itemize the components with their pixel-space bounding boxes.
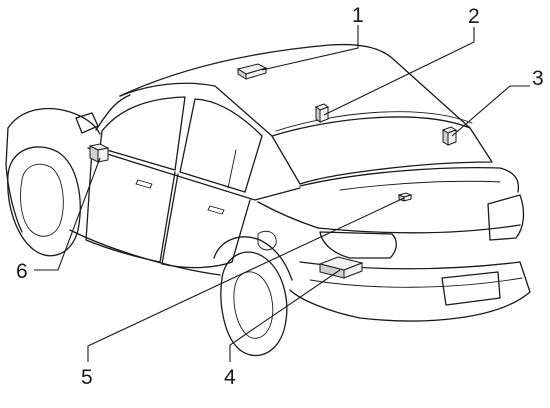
rear-door-window <box>179 98 263 193</box>
leader-line-1 <box>261 25 359 71</box>
leader-lines <box>34 25 530 362</box>
rear-bumper <box>289 261 531 322</box>
leader-line-6 <box>34 157 101 271</box>
right-tail-light <box>487 194 525 241</box>
rear-door <box>161 173 251 269</box>
component-1 <box>236 63 268 80</box>
license-plate-area <box>441 271 501 306</box>
front-fender <box>7 107 101 135</box>
leader-line-3 <box>451 85 530 137</box>
front-door <box>85 149 176 263</box>
callout-6: 6 <box>16 260 28 283</box>
callout-2: 2 <box>468 5 480 28</box>
left-tail-light <box>319 231 397 259</box>
callout-3: 3 <box>532 67 544 90</box>
rear-wheel <box>213 236 293 357</box>
car-body <box>5 43 531 357</box>
component-2 <box>314 103 330 123</box>
leader-line-2 <box>323 27 475 116</box>
fuel-lid <box>257 230 277 251</box>
callout-1: 1 <box>352 4 364 27</box>
side-mirror <box>75 112 99 134</box>
front-wheel <box>7 146 81 257</box>
rear-window <box>271 116 493 185</box>
trunk-lid <box>299 166 520 193</box>
leader-line-4 <box>229 269 341 362</box>
callout-5: 5 <box>81 366 93 389</box>
component-4 <box>318 256 364 279</box>
leader-line-5 <box>87 197 405 362</box>
roof-outline <box>119 43 471 129</box>
callouts: 1 2 3 4 5 6 <box>16 4 544 389</box>
component-3 <box>441 126 458 146</box>
front-door-window <box>99 96 186 171</box>
component-5 <box>397 192 413 202</box>
callout-4: 4 <box>224 366 236 389</box>
component-6 <box>88 143 110 163</box>
